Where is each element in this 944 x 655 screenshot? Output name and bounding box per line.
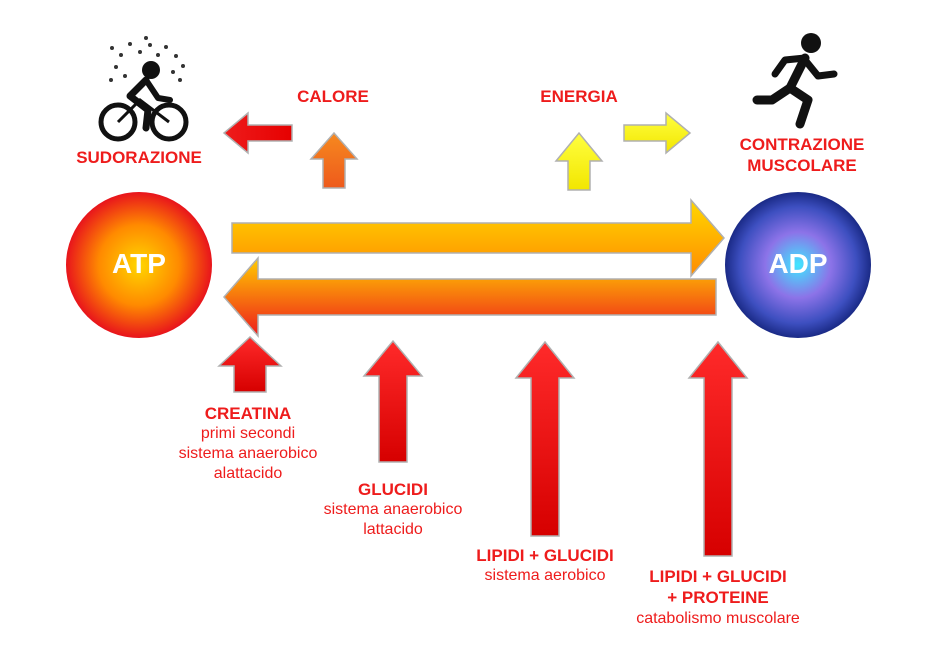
energia-to-contraction-arrow [623, 111, 692, 155]
source-line: catabolismo muscolare [636, 609, 800, 627]
energia-label: ENERGIA [540, 87, 618, 106]
source-title: LIPIDI + GLUCIDI [649, 567, 787, 586]
contrazione-line-2: MUSCOLARE [747, 156, 857, 176]
lipidi-glucidi-proteine-arrow [687, 340, 749, 557]
adp-to-atp-arrow [223, 255, 717, 339]
atp-node [66, 192, 212, 338]
atp-to-adp-arrow [231, 197, 725, 279]
calore-arrow [309, 131, 359, 189]
source-title: LIPIDI + GLUCIDI [476, 546, 614, 565]
source-lipidi-glucidi: LIPIDI + GLUCIDI sistema aerobico [445, 545, 645, 586]
contrazione-label: CONTRAZIONE MUSCOLARE [722, 134, 882, 177]
glucidi-arrow [362, 339, 424, 463]
source-title: GLUCIDI [358, 480, 428, 499]
adp-label: ADP [768, 248, 828, 279]
lipidi-glucidi-arrow [514, 340, 576, 537]
cyclist-sweating-icon [98, 36, 189, 142]
heat-to-sweat-arrow [222, 111, 293, 155]
atp-label: ATP [112, 248, 166, 279]
calore-label: CALORE [297, 87, 369, 106]
source-creatina: CREATINA primi secondi sistema anaerobic… [148, 403, 348, 484]
source-line: primi secondi [200, 425, 296, 443]
source-line: sistema anaerobico [178, 445, 318, 463]
source-lipidi-glucidi-proteine: LIPIDI + GLUCIDI + PROTEINE catabolismo … [608, 566, 828, 629]
source-glucidi: GLUCIDI sistema anaerobico lattacido [293, 479, 493, 540]
energia-arrow [554, 131, 604, 191]
sudorazione-label: SUDORAZIONE [76, 148, 202, 167]
contrazione-line-1: CONTRAZIONE [739, 135, 865, 154]
adp-node [725, 192, 871, 338]
source-line: alattacido [213, 465, 283, 483]
source-line: sistema aerobico [484, 567, 606, 585]
creatina-arrow [217, 335, 283, 393]
running-person-icon [752, 33, 838, 129]
source-line: sistema anaerobico [323, 501, 463, 519]
source-title: CREATINA [204, 404, 292, 423]
source-title-2: + PROTEINE [667, 588, 769, 608]
source-line: lattacido [363, 521, 423, 539]
